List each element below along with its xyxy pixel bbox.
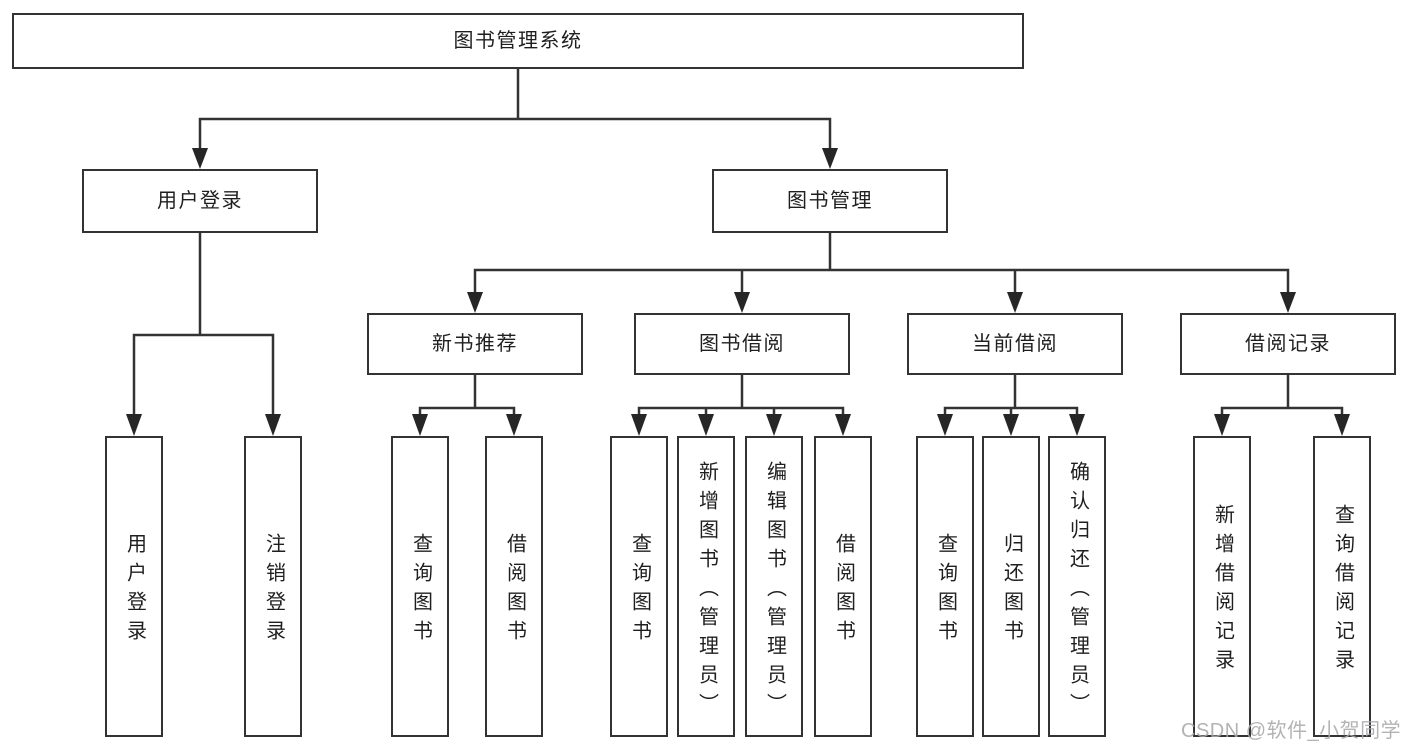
arrowhead-down-icon: [265, 414, 281, 436]
arrowhead-down-icon: [1069, 414, 1085, 436]
node-current-borrow: 当前借阅: [907, 313, 1123, 375]
leaf-add-borrow-record: 新增借阅记录: [1193, 436, 1251, 737]
node-borrow-records-label: 借阅记录: [1245, 333, 1331, 355]
arrowhead-down-icon: [835, 414, 851, 436]
arrowhead-down-icon: [1214, 414, 1230, 436]
node-book-management-label: 图书管理: [787, 190, 873, 212]
leaf-confirm-return-admin: 确认归还（管理员）: [1048, 436, 1106, 737]
leaf-add-books-admin: 新增图书（管理员）: [677, 436, 735, 737]
leaf-query-books-borrow: 查询图书: [610, 436, 668, 737]
connector-root-to-level2: [198, 67, 832, 154]
csdn-watermark: CSDN @软件_小贺同学: [1181, 720, 1402, 742]
arrowhead-down-icon: [937, 414, 953, 436]
leaf-user-login: 用户登录: [105, 436, 163, 737]
arrowhead-down-icon: [1334, 414, 1350, 436]
node-current-borrow-label: 当前借阅: [972, 333, 1058, 355]
connector-borrow-to-leaves: [637, 373, 845, 420]
node-new-book-recommend-label: 新书推荐: [432, 333, 518, 355]
arrowhead-down-icon: [734, 292, 750, 313]
leaf-query-borrow-record: 查询借阅记录: [1313, 436, 1371, 737]
connector-recommend-to-leaves: [418, 373, 516, 420]
arrowhead-down-icon: [631, 414, 647, 436]
node-user-login: 用户登录: [82, 169, 318, 233]
arrowhead-down-icon: [1007, 292, 1023, 313]
leaf-query-books-current: 查询图书: [916, 436, 974, 737]
arrowhead-down-icon: [412, 414, 428, 436]
leaf-borrow-books-borrow: 借阅图书: [814, 436, 872, 737]
arrowhead-down-icon: [506, 414, 522, 436]
arrowhead-down-icon: [1280, 292, 1296, 313]
leaf-borrow-books-recommend: 借阅图书: [485, 436, 543, 737]
connector-current-to-leaves: [943, 373, 1079, 420]
node-root-label: 图书管理系统: [453, 30, 583, 52]
connector-management-to-level3: [473, 231, 1290, 298]
leaf-edit-books-admin: 编辑图书（管理员）: [745, 436, 803, 737]
arrowhead-down-icon: [192, 148, 208, 169]
arrowhead-down-icon: [1003, 414, 1019, 436]
node-root: 图书管理系统: [12, 13, 1024, 69]
arrowhead-down-icon: [766, 414, 782, 436]
leaf-query-books-recommend: 查询图书: [391, 436, 449, 737]
node-user-login-label: 用户登录: [157, 190, 243, 212]
arrowhead-down-icon: [126, 414, 142, 436]
connector-records-to-leaves: [1220, 373, 1344, 420]
node-book-borrow-label: 图书借阅: [699, 333, 785, 355]
arrowhead-down-icon: [822, 148, 838, 169]
node-borrow-records: 借阅记录: [1180, 313, 1396, 375]
connector-login-to-leaves: [132, 231, 275, 420]
leaf-logout-login: 注销登录: [244, 436, 302, 737]
node-new-book-recommend: 新书推荐: [367, 313, 583, 375]
node-book-management: 图书管理: [712, 169, 948, 233]
arrowhead-down-icon: [698, 414, 714, 436]
leaf-return-books: 归还图书: [982, 436, 1040, 737]
node-book-borrow: 图书借阅: [634, 313, 850, 375]
arrowhead-down-icon: [467, 292, 483, 313]
